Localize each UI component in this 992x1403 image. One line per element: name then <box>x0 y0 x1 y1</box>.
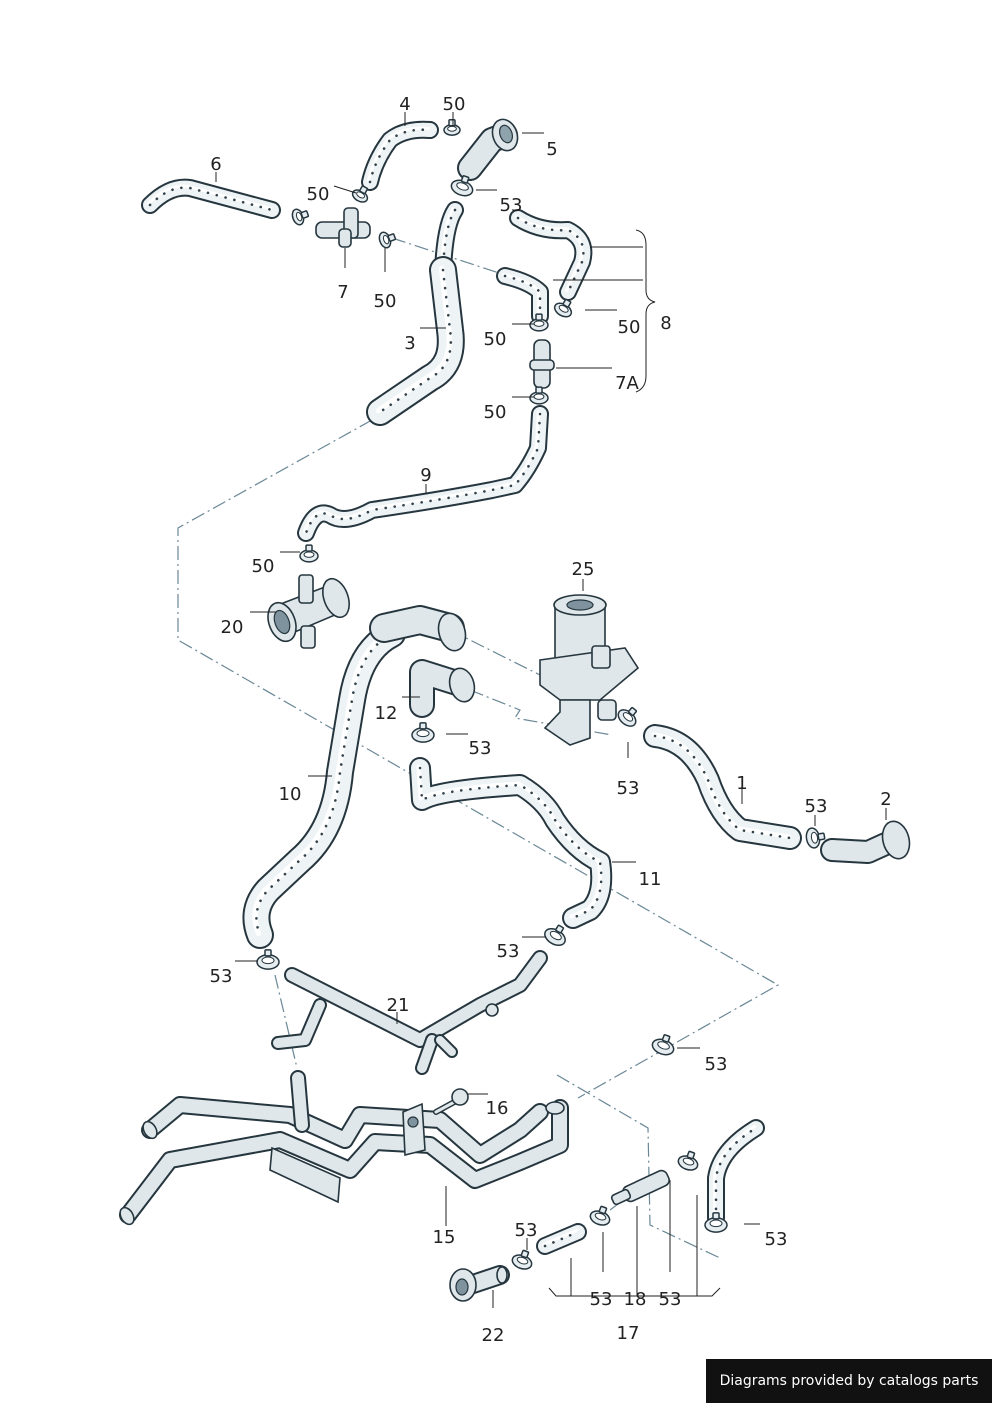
hose-6 <box>141 178 281 219</box>
callout-label-53: 53 <box>497 941 520 962</box>
callout-label-53: 53 <box>590 1289 613 1310</box>
callout-label-53: 53 <box>765 1229 788 1250</box>
hose-10 <box>242 620 406 949</box>
callout-label-4: 4 <box>399 94 410 115</box>
credit-banner: Diagrams provided by catalogs parts <box>706 1359 992 1403</box>
hose-4 <box>361 120 439 191</box>
clamp-50-e <box>553 298 573 318</box>
clamp-53-j <box>677 1150 699 1171</box>
clamp-50-d <box>378 231 397 249</box>
hose-11 <box>409 757 613 929</box>
connector-2 <box>820 820 911 864</box>
bolt-16 <box>433 1088 469 1115</box>
elbow-12 <box>409 659 476 718</box>
callout-label-15: 15 <box>433 1227 456 1248</box>
callout-label-50: 50 <box>374 291 397 312</box>
clamp-50-a <box>443 119 461 136</box>
valve-25 <box>539 594 640 746</box>
callout-label-5: 5 <box>546 139 557 160</box>
callout-label-11: 11 <box>639 869 662 890</box>
clamp-53-f <box>256 949 280 970</box>
callout-label-53: 53 <box>705 1054 728 1075</box>
clamp-53-i <box>589 1205 611 1226</box>
hose-1 <box>643 724 802 850</box>
callout-label-2: 2 <box>880 789 891 810</box>
t-piece-7 <box>315 207 371 248</box>
callout-label-22: 22 <box>482 1325 505 1346</box>
parts-group <box>119 118 911 1302</box>
callout-label-3: 3 <box>404 333 415 354</box>
callout-label-8: 8 <box>660 313 671 334</box>
hose-9 <box>297 405 549 542</box>
callout-label-1: 1 <box>736 773 747 794</box>
callout-label-25: 25 <box>572 559 595 580</box>
callout-label-50: 50 <box>484 329 507 350</box>
callout-label-50: 50 <box>307 184 330 205</box>
callout-label-53: 53 <box>210 966 233 987</box>
hose-17-a <box>536 1223 587 1255</box>
flange-22 <box>449 1265 510 1302</box>
clamp-53-d <box>805 827 826 849</box>
t-housing-20 <box>267 574 350 649</box>
callout-label-53: 53 <box>500 195 523 216</box>
clamp-53-k <box>704 1212 728 1233</box>
callout-label-21: 21 <box>387 995 410 1016</box>
callout-label-53: 53 <box>659 1289 682 1310</box>
clamp-53-b <box>411 722 435 743</box>
clamp-50-g <box>529 386 549 405</box>
callout-label-12: 12 <box>375 703 398 724</box>
clamp-53-g <box>651 1034 675 1056</box>
hose-3 <box>366 256 465 426</box>
pipe-set-15 <box>119 1070 569 1226</box>
connector-7a <box>529 339 555 389</box>
callout-label-20: 20 <box>221 617 244 638</box>
clamp-50-h <box>299 544 319 563</box>
callout-label-53: 53 <box>617 778 640 799</box>
callout-label-53: 53 <box>469 738 492 759</box>
callout-label-53: 53 <box>805 796 828 817</box>
elbow-connector-5 <box>457 118 519 181</box>
hose-8-b <box>496 267 549 325</box>
connector-18 <box>610 1169 670 1206</box>
clamp-53-e <box>544 924 566 947</box>
clamp-50-b <box>291 208 310 226</box>
hose-8-a <box>509 209 593 301</box>
callout-label-50: 50 <box>618 317 641 338</box>
clamp-50-f <box>529 313 549 332</box>
pipe-21 <box>271 950 548 1075</box>
callout-label-16: 16 <box>486 1098 509 1119</box>
elbow-10 <box>369 605 467 652</box>
callout-label-7a: 7A <box>615 373 639 394</box>
clamp-53-a <box>450 175 474 197</box>
clamp-53-c <box>617 706 638 727</box>
clamps-group <box>256 119 826 1270</box>
hose-17-b <box>707 1119 765 1227</box>
callout-label-10: 10 <box>279 784 302 805</box>
callout-label-9: 9 <box>420 465 431 486</box>
clamp-53-h <box>511 1249 533 1270</box>
callout-label-50: 50 <box>484 402 507 423</box>
callout-label-7: 7 <box>337 282 348 303</box>
leader-lines <box>215 112 887 1308</box>
callout-label-53: 53 <box>515 1220 538 1241</box>
callout-label-18: 18 <box>624 1289 647 1310</box>
hoses-group <box>141 120 802 1255</box>
callout-label-50: 50 <box>252 556 275 577</box>
clamp-50-c <box>351 185 369 203</box>
callout-label-6: 6 <box>210 154 221 175</box>
callout-label-50: 50 <box>443 94 466 115</box>
callout-label-17: 17 <box>617 1323 640 1344</box>
